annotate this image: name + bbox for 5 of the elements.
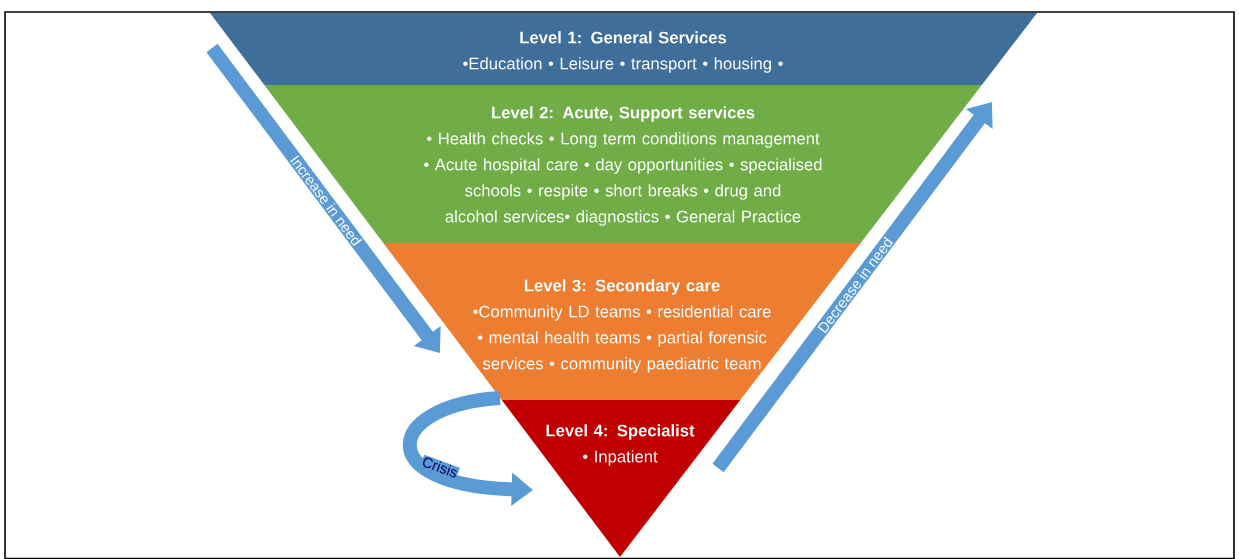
block-arrow: [206, 43, 441, 353]
block-arrow: [712, 102, 993, 473]
arrow-label: Crisis: [420, 454, 460, 480]
level-band: Level 1: General Services •Education • Leisure • transport • housing •: [210, 13, 1037, 85]
level-band: Level 4: Specialist • Inpatient: [501, 400, 741, 557]
